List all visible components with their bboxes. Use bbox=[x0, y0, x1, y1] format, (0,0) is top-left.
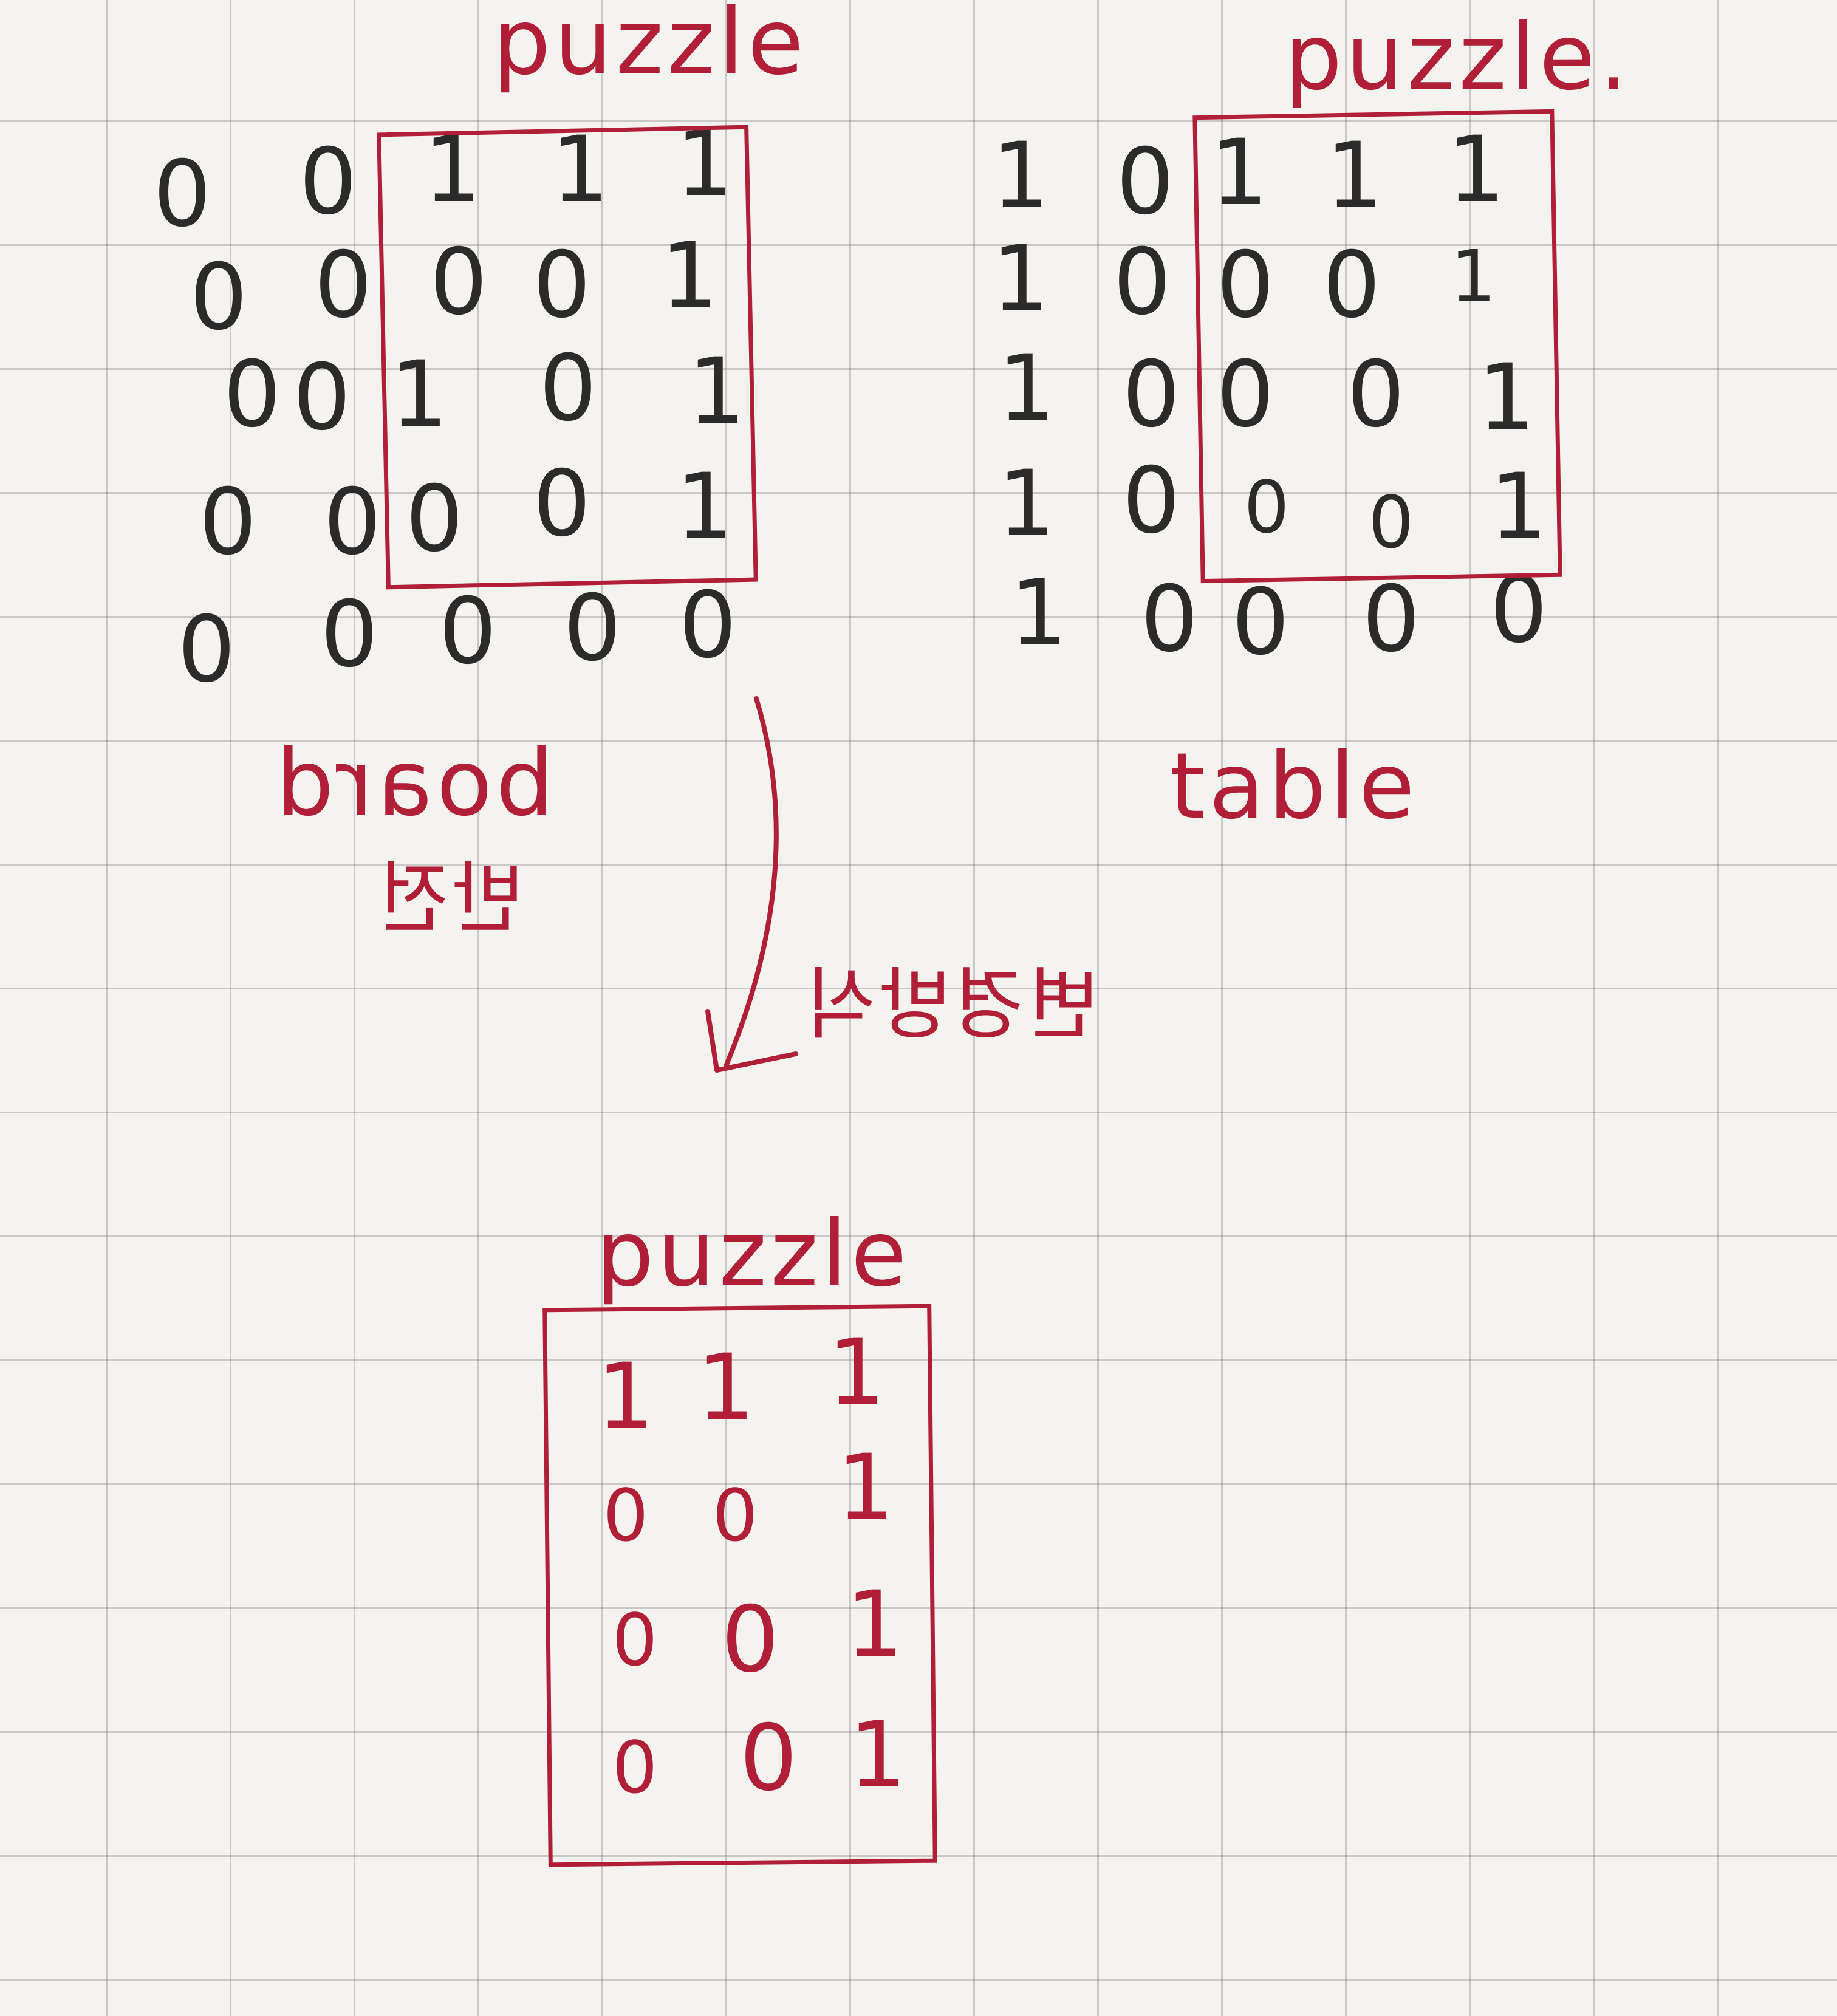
result-cell: 0 bbox=[739, 1706, 798, 1811]
board-cell: 1 bbox=[390, 342, 448, 448]
arrow-label: 변경방식 bbox=[802, 960, 1099, 1050]
board-cell: 0 bbox=[314, 233, 372, 338]
table-cell: 0 bbox=[1216, 342, 1274, 448]
table-cell: 0 bbox=[1368, 480, 1414, 564]
table-cell: 1 bbox=[991, 123, 1050, 229]
board-cell: 1 bbox=[551, 117, 609, 223]
table-cell: 0 bbox=[1216, 233, 1274, 338]
table-cell: 0 bbox=[1113, 230, 1171, 335]
table-cell: 1 bbox=[1010, 561, 1068, 666]
table-cell: 1 bbox=[997, 451, 1056, 557]
board-cell: 0 bbox=[439, 579, 497, 685]
board-cell: 0 bbox=[293, 345, 351, 451]
board-cell: 0 bbox=[429, 230, 488, 335]
board-cell: 0 bbox=[563, 576, 621, 682]
table-cell: 0 bbox=[1116, 129, 1174, 235]
table-cell: 1 bbox=[991, 227, 1050, 332]
table-cell: 0 bbox=[1243, 465, 1290, 549]
board-cell: 0 bbox=[405, 466, 464, 572]
table-cell: 1 bbox=[1210, 120, 1268, 226]
board-cell: 1 bbox=[423, 117, 482, 223]
result-cell: 0 bbox=[721, 1587, 779, 1693]
table-cell: 1 bbox=[1447, 117, 1505, 223]
table-cell: 1 bbox=[1326, 123, 1384, 229]
board-cell: 0 bbox=[533, 233, 591, 338]
result-cell: 1 bbox=[597, 1344, 655, 1450]
result-cell: 1 bbox=[697, 1335, 755, 1441]
board-cell: 0 bbox=[299, 129, 357, 235]
result-cell: 1 bbox=[849, 1703, 907, 1808]
board-cell: 0 bbox=[223, 342, 281, 448]
result-cell: 0 bbox=[712, 1474, 758, 1557]
table-cell: 0 bbox=[1122, 342, 1180, 448]
table-cell: 0 bbox=[1140, 567, 1199, 672]
table-cell: 0 bbox=[1362, 567, 1420, 672]
table-puzzle-frame bbox=[1192, 109, 1562, 584]
result-puzzle-label: puzzle bbox=[596, 1201, 911, 1307]
table-cell: 1 bbox=[1490, 454, 1548, 560]
result-cell: 0 bbox=[603, 1474, 649, 1557]
board-cell: 0 bbox=[533, 451, 591, 557]
board-cell: 1 bbox=[676, 111, 734, 217]
board-cell: 0 bbox=[190, 245, 248, 350]
board-puzzle-frame bbox=[377, 125, 758, 590]
table-cell: 0 bbox=[1122, 448, 1180, 554]
board-cell: 0 bbox=[320, 582, 378, 688]
board-caption-flipped-note: 반전 bbox=[375, 853, 524, 944]
board-cell: 1 bbox=[660, 224, 719, 329]
board-puzzle-label: puzzle bbox=[493, 0, 807, 95]
table-puzzle-label: puzzle. bbox=[1284, 5, 1632, 111]
table-cell: 0 bbox=[1322, 233, 1381, 338]
result-cell: 1 bbox=[846, 1572, 904, 1678]
result-cell: 0 bbox=[612, 1726, 658, 1809]
board-cell: 0 bbox=[539, 336, 597, 442]
board-cell: 0 bbox=[199, 470, 257, 575]
table-cell: 1 bbox=[997, 336, 1056, 442]
result-cell: 1 bbox=[827, 1320, 886, 1426]
board-cell: 0 bbox=[153, 142, 211, 247]
board-cell: 0 bbox=[177, 597, 236, 703]
board-cell: 1 bbox=[688, 339, 746, 445]
result-cell: 0 bbox=[612, 1598, 658, 1682]
result-cell: 1 bbox=[836, 1435, 895, 1541]
table-cell: 1 bbox=[1477, 345, 1536, 451]
table-cell: 0 bbox=[1231, 570, 1290, 675]
table-caption: table bbox=[1169, 734, 1418, 839]
table-cell: 0 bbox=[1347, 342, 1405, 448]
table-cell: 0 bbox=[1490, 558, 1548, 663]
board-cell: 1 bbox=[676, 454, 734, 560]
table-cell: 1 bbox=[1450, 234, 1496, 318]
board-cell: 0 bbox=[323, 470, 381, 575]
board-caption: board bbox=[272, 731, 554, 836]
board-cell: 0 bbox=[679, 573, 737, 678]
